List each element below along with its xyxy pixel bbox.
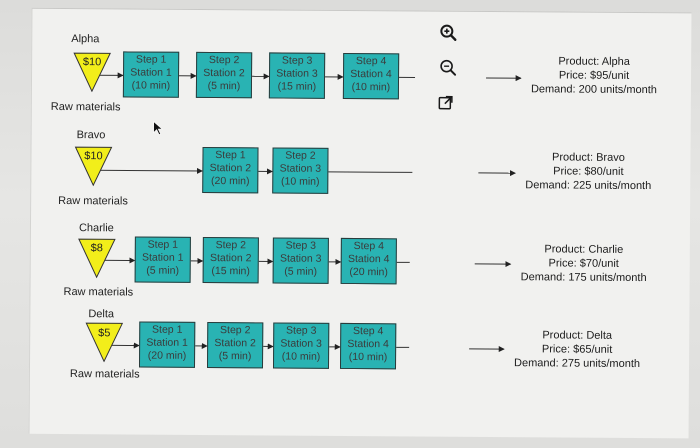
time-label: (5 min) (146, 264, 180, 277)
time-label: (10 min) (281, 350, 321, 363)
output-product: Product: Alpha (558, 55, 630, 68)
station-label: Station 4 (347, 252, 390, 266)
time-label: (5 min) (218, 350, 252, 363)
raw-material-triangle-bravo (74, 146, 113, 187)
station-label: Station 1 (141, 251, 184, 264)
raw-cost-bravo: $10 (84, 150, 103, 163)
product-name-delta: Delta (88, 308, 115, 321)
time-label: (15 min) (277, 80, 317, 93)
raw-material-triangle-delta (85, 322, 124, 363)
raw-materials-label-alpha: Raw materials (50, 100, 121, 114)
open-external-icon (438, 95, 453, 110)
output-product: Product: Delta (542, 329, 613, 342)
step-label: Step 2 (208, 54, 240, 67)
raw-materials-label-charlie: Raw materials (63, 286, 134, 299)
output-product: Product: Bravo (552, 151, 625, 164)
connector-bravo-tail (328, 171, 413, 173)
cursor-icon (153, 120, 163, 136)
raw-cost-alpha: $10 (82, 56, 102, 69)
output-product: Product: Charlie (544, 243, 624, 256)
output-demand: Demand: 200 units/month (530, 83, 657, 97)
time-label: (10 min) (351, 81, 391, 94)
zoom-out-button[interactable] (438, 58, 458, 78)
time-label: (10 min) (131, 79, 171, 92)
station-label: Station 2 (214, 337, 256, 350)
station-label: Station 2 (209, 162, 252, 175)
time-label: (5 min) (207, 80, 241, 93)
output-alpha: Product: Alpha Price: $95/unit Demand: 2… (519, 54, 669, 97)
time-label: (20 min) (147, 349, 187, 362)
output-demand: Demand: 275 units/month (514, 357, 641, 371)
output-price: Price: $65/unit (541, 343, 613, 356)
step-label: Step 2 (220, 324, 251, 337)
station-label: Station 3 (279, 162, 322, 175)
raw-cost-charlie: $8 (90, 242, 103, 255)
output-charlie: Product: Charlie Price: $70/unit Demand:… (509, 242, 659, 285)
output-delta: Product: Delta Price: $65/unit Demand: 2… (502, 328, 652, 371)
time-label: (10 min) (348, 350, 388, 364)
output-price: Price: $80/unit (553, 165, 624, 178)
product-name-alpha: Alpha (71, 33, 100, 46)
output-price: Price: $95/unit (558, 69, 630, 82)
station-label: Station 2 (203, 66, 245, 80)
step-box-bravo-1[interactable]: Step 1 Station 2 (20 min) (202, 146, 259, 194)
zoom-out-icon (440, 59, 457, 76)
station-label: Station 3 (280, 337, 322, 350)
station-label: Station 4 (350, 67, 392, 81)
step-box-charlie-1[interactable]: Step 1 Station 1 (5 min) (134, 236, 191, 283)
output-demand: Demand: 175 units/month (520, 271, 647, 285)
open-external-button[interactable] (436, 93, 456, 113)
product-name-bravo: Bravo (76, 129, 106, 142)
step-box-alpha-2[interactable]: Step 2 Station 2 (5 min) (195, 51, 253, 99)
time-label: (20 min) (210, 175, 250, 188)
raw-materials-label-delta: Raw materials (69, 368, 140, 381)
step-box-bravo-2[interactable]: Step 2 Station 3 (10 min) (272, 147, 329, 194)
step-label: Step 4 (353, 325, 384, 338)
raw-material-triangle-alpha (73, 52, 111, 93)
step-box-charlie-2[interactable]: Step 2 Station 2 (15 min) (202, 236, 259, 284)
step-box-alpha-3[interactable]: Step 3 Station 3 (15 min) (268, 52, 326, 99)
station-label: Station 2 (209, 252, 252, 265)
station-label: Station 1 (146, 336, 188, 349)
zoom-in-icon (440, 24, 457, 41)
time-label: (20 min) (349, 265, 388, 279)
step-label: Step 2 (215, 239, 247, 252)
time-label: (5 min) (284, 265, 318, 278)
raw-material-triangle-charlie (78, 238, 116, 279)
step-box-delta-4[interactable]: Step 4 Station 4 (10 min) (339, 322, 397, 370)
step-label: Step 1 (152, 323, 183, 336)
station-label: Station 3 (276, 67, 318, 80)
connector-bravo-raw-step1 (93, 167, 203, 174)
time-label: (15 min) (211, 265, 250, 278)
product-name-charlie: Charlie (78, 222, 114, 235)
step-label: Step 4 (355, 55, 387, 68)
step-box-delta-3[interactable]: Step 3 Station 3 (10 min) (272, 322, 330, 369)
raw-cost-delta: $5 (98, 327, 111, 340)
step-label: Step 3 (285, 239, 317, 252)
step-box-charlie-3[interactable]: Step 3 Station 3 (5 min) (272, 237, 329, 284)
step-label: Step 3 (281, 54, 313, 67)
time-label: (10 min) (280, 175, 320, 188)
output-demand: Demand: 225 units/month (525, 179, 652, 193)
step-box-charlie-4[interactable]: Step 4 Station 4 (20 min) (340, 237, 397, 285)
step-label: Step 1 (147, 238, 179, 251)
step-box-alpha-4[interactable]: Step 4 Station 4 (10 min) (342, 52, 400, 100)
step-label: Step 1 (135, 53, 167, 66)
step-box-delta-1[interactable]: Step 1 Station 1 (20 min) (138, 321, 196, 368)
step-label: Step 1 (215, 149, 246, 162)
station-label: Station 1 (130, 66, 172, 79)
step-box-alpha-1[interactable]: Step 1 Station 1 (10 min) (122, 51, 180, 98)
station-label: Station 4 (347, 337, 389, 351)
step-label: Step 4 (353, 240, 385, 253)
raw-materials-label-bravo: Raw materials (58, 194, 128, 208)
step-label: Step 2 (285, 149, 316, 162)
zoom-in-button[interactable] (438, 23, 458, 43)
step-label: Step 3 (286, 324, 317, 337)
output-price: Price: $70/unit (548, 257, 619, 270)
station-label: Station 3 (279, 252, 322, 265)
output-bravo: Product: Bravo Price: $80/unit Demand: 2… (513, 150, 663, 193)
step-box-delta-2[interactable]: Step 2 Station 2 (5 min) (206, 322, 264, 369)
